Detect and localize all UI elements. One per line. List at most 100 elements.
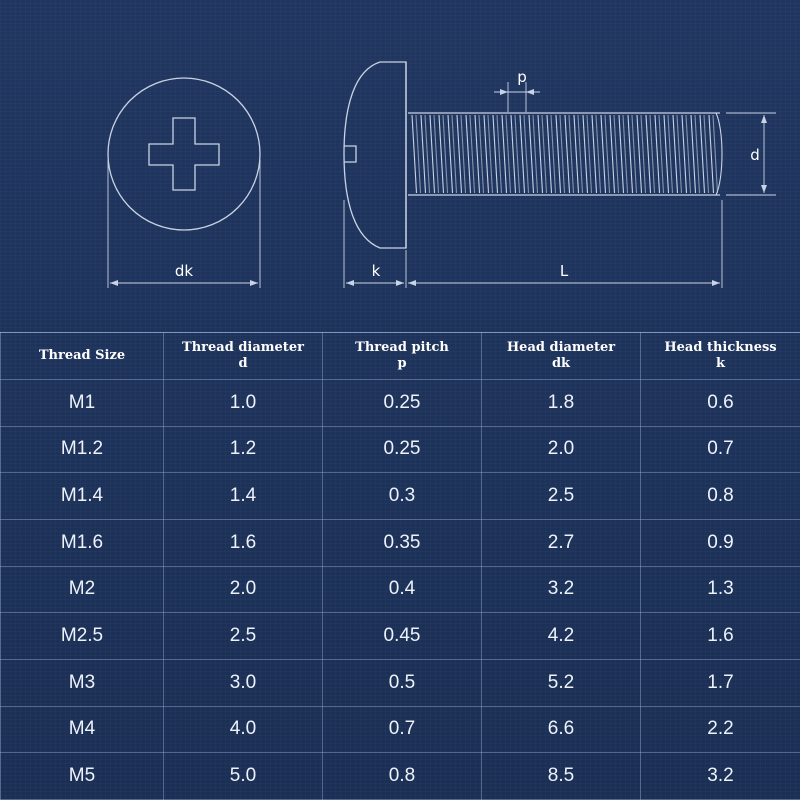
cell-head-thickness: 3.2 xyxy=(640,752,800,800)
thread-root-line xyxy=(478,114,485,194)
label-d: d xyxy=(750,146,760,164)
cell-thread-pitch: 0.25 xyxy=(322,425,482,474)
cell-head-thickness: 1.3 xyxy=(640,565,800,614)
cell-head-diameter: 5.2 xyxy=(481,658,641,707)
header-title: Head thickness xyxy=(664,340,777,355)
header-symbol: dk xyxy=(551,356,571,371)
thread-crest-line xyxy=(483,114,490,194)
thread-crest-line xyxy=(537,114,544,194)
cell-thread-diameter: 1.2 xyxy=(163,425,323,474)
thread-root-line xyxy=(676,114,683,194)
thread-crest-line xyxy=(528,114,535,194)
cell-thread-diameter: 3.0 xyxy=(163,658,323,707)
thread-crest-line xyxy=(564,114,571,194)
cell-thread-pitch: 0.7 xyxy=(322,705,482,754)
thread-crest-line xyxy=(420,114,427,194)
cell-head-thickness: 1.6 xyxy=(640,612,800,660)
thread-root-line xyxy=(550,114,557,194)
thread-root-line xyxy=(667,114,674,194)
thread-root-line xyxy=(532,114,539,194)
cell-head-diameter: 1.8 xyxy=(481,379,641,427)
header-title: Thread pitch xyxy=(355,340,449,355)
phillips-cross-icon xyxy=(148,117,220,191)
thread-root-line xyxy=(505,114,512,194)
thread-root-line xyxy=(568,114,575,194)
header-thread-size: Thread Size xyxy=(0,332,164,380)
cell-thread-diameter: 2.0 xyxy=(163,565,323,614)
cell-thread-pitch: 0.8 xyxy=(322,752,482,800)
thread-crest-line xyxy=(645,114,652,194)
cell-head-thickness: 0.6 xyxy=(640,379,800,427)
thread-root-line xyxy=(541,114,548,194)
cell-thread-pitch: 0.25 xyxy=(322,379,482,427)
header-symbol: d xyxy=(238,356,248,371)
label-k: k xyxy=(372,262,381,280)
cell-thread-pitch: 0.35 xyxy=(322,518,482,567)
thread-root-line xyxy=(442,114,449,194)
thread-root-line xyxy=(469,114,476,194)
thread-crest-line xyxy=(654,114,661,194)
thread-crest-line xyxy=(492,114,499,194)
header-title: Thread diameter xyxy=(182,340,304,355)
header-title: Thread Size xyxy=(38,348,126,363)
thread-crest-line xyxy=(690,114,697,194)
thread-crest-line xyxy=(573,114,580,194)
header-symbol: k xyxy=(715,356,725,371)
thread-crest-line xyxy=(555,114,562,194)
thread-crest-line xyxy=(474,114,481,194)
cell-thread-size: M2.5 xyxy=(0,612,164,660)
cell-thread-size: M4 xyxy=(0,705,164,754)
thread-crest-line xyxy=(546,114,553,194)
thread-root-line xyxy=(523,114,530,194)
label-L: L xyxy=(560,262,569,280)
cell-thread-pitch: 0.45 xyxy=(322,612,482,660)
thread-crest-line xyxy=(519,114,526,194)
thread-crest-line xyxy=(672,114,679,194)
thread-crest-line xyxy=(681,114,688,194)
cell-thread-diameter: 1.4 xyxy=(163,472,323,520)
thread-root-line xyxy=(694,114,701,194)
thread-root-line xyxy=(514,114,521,194)
cell-thread-size: M1.6 xyxy=(0,518,164,567)
thread-crest-line xyxy=(438,114,445,194)
thread-lines xyxy=(411,112,723,196)
cell-thread-size: M2 xyxy=(0,565,164,614)
cell-thread-size: M1 xyxy=(0,379,164,427)
thread-crest-line xyxy=(510,114,517,194)
cell-head-diameter: 2.7 xyxy=(481,518,641,567)
thread-root-line xyxy=(658,114,665,194)
thread-crest-line xyxy=(582,114,589,194)
screw-head-side xyxy=(343,61,407,249)
cell-thread-size: M1.2 xyxy=(0,425,164,474)
thread-root-line xyxy=(487,114,494,194)
thread-crest-line xyxy=(663,114,670,194)
thread-root-line xyxy=(685,114,692,194)
label-dk: dk xyxy=(175,262,194,280)
thread-root-line xyxy=(586,114,593,194)
header-title: Head diameter xyxy=(506,340,616,355)
thread-root-line xyxy=(559,114,566,194)
thread-crest-line xyxy=(456,114,463,194)
thread-crest-line xyxy=(447,114,454,194)
cell-head-diameter: 6.6 xyxy=(481,705,641,754)
thread-root-line xyxy=(433,114,440,194)
cell-head-diameter: 3.2 xyxy=(481,565,641,614)
cell-thread-diameter: 2.5 xyxy=(163,612,323,660)
cell-head-diameter: 2.5 xyxy=(481,472,641,520)
cell-thread-pitch: 0.3 xyxy=(322,472,482,520)
thread-crest-line xyxy=(636,114,643,194)
thread-crest-line xyxy=(501,114,508,194)
thread-root-line xyxy=(595,114,602,194)
thread-crest-line xyxy=(600,114,607,194)
thread-crest-line xyxy=(591,114,598,194)
cell-thread-size: M3 xyxy=(0,658,164,707)
